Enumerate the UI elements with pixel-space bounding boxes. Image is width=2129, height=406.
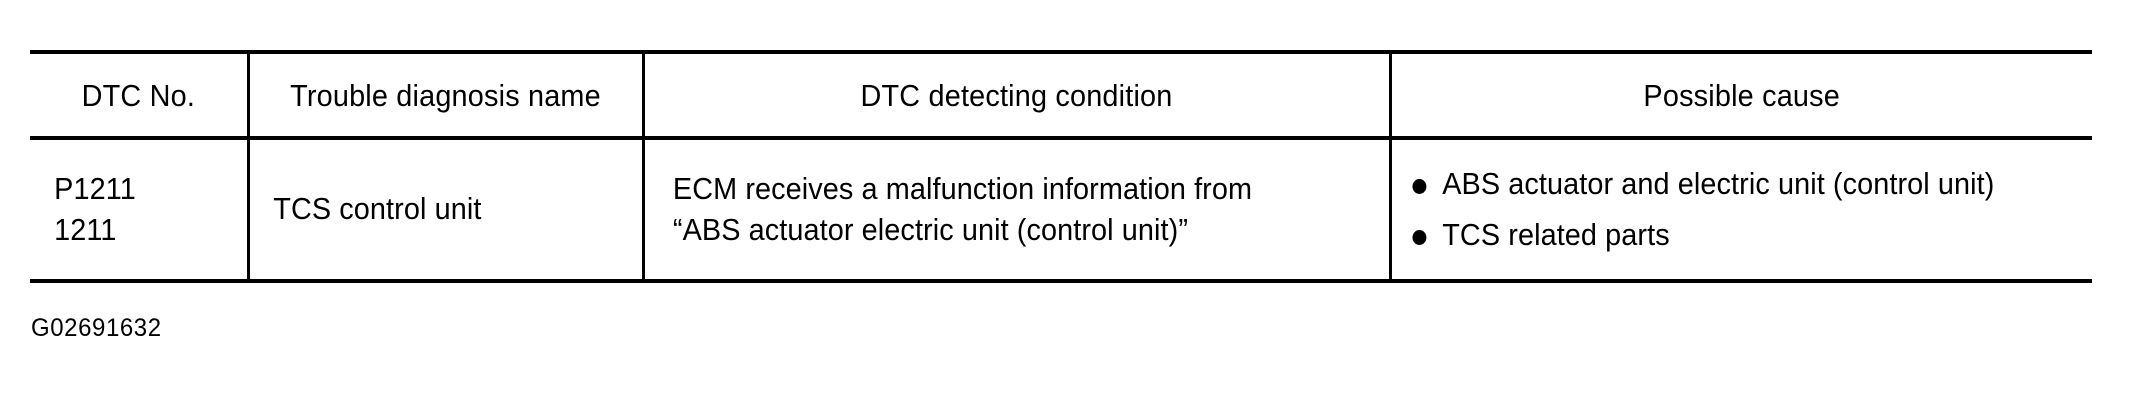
figure-caption: G02691632: [31, 314, 162, 342]
trouble-diagnosis-name-text: TCS control unit: [272, 191, 481, 227]
dtc-no-secondary: 1211: [54, 211, 117, 247]
cell-possible-cause: ABS actuator and electric unit (control …: [1390, 138, 2092, 281]
dtc-detecting-condition-line-2: “ABS actuator electric unit (control uni…: [672, 211, 1188, 247]
possible-cause-text: ABS actuator and electric unit (control …: [1441, 165, 1994, 201]
column-header-possible-cause-label: Possible cause: [1643, 77, 1840, 113]
column-header-trouble-diagnosis-name: Trouble diagnosis name: [261, 52, 631, 138]
table-row: P1211 1211 TCS control unit ECM receives…: [30, 138, 2092, 281]
list-item: ABS actuator and electric unit (control …: [1410, 164, 2022, 205]
possible-cause-text: TCS related parts: [1441, 216, 1670, 252]
bullet-icon: [1411, 178, 1426, 194]
bullet-icon: [1411, 229, 1426, 245]
column-header-possible-cause: Possible cause: [1414, 52, 2068, 138]
column-header-dtc-detecting-condition: DTC detecting condition: [669, 52, 1366, 138]
column-header-dtc-detecting-condition-label: DTC detecting condition: [860, 77, 1173, 113]
dtc-no-stack: P1211 1211: [30, 169, 231, 251]
dtc-detecting-condition-line-1: ECM receives a malfunction information f…: [672, 170, 1252, 206]
dtc-diagnostic-table: DTC No. Trouble diagnosis name DTC detec…: [30, 50, 2092, 283]
cell-trouble-diagnosis-name: TCS control unit: [248, 138, 645, 281]
table-header: DTC No. Trouble diagnosis name DTC detec…: [30, 52, 2092, 138]
list-item: TCS related parts: [1410, 215, 2022, 256]
possible-cause-wrapper: ABS actuator and electric unit (control …: [1392, 164, 2043, 256]
column-header-dtc-no-label: DTC No.: [81, 77, 196, 113]
cell-dtc-detecting-condition: ECM receives a malfunction information f…: [643, 138, 1392, 281]
dtc-detecting-condition-stack: ECM receives a malfunction information f…: [645, 169, 1337, 251]
table-header-row: DTC No. Trouble diagnosis name DTC detec…: [30, 52, 2092, 138]
dtc-no-primary: P1211: [54, 170, 136, 206]
cell-dtc-no: P1211 1211: [30, 138, 250, 281]
table-body: P1211 1211 TCS control unit ECM receives…: [30, 138, 2092, 281]
possible-cause-list: ABS actuator and electric unit (control …: [1410, 164, 2022, 256]
column-header-trouble-diagnosis-name-label: Trouble diagnosis name: [290, 77, 601, 113]
column-header-dtc-no: DTC No.: [37, 52, 242, 138]
